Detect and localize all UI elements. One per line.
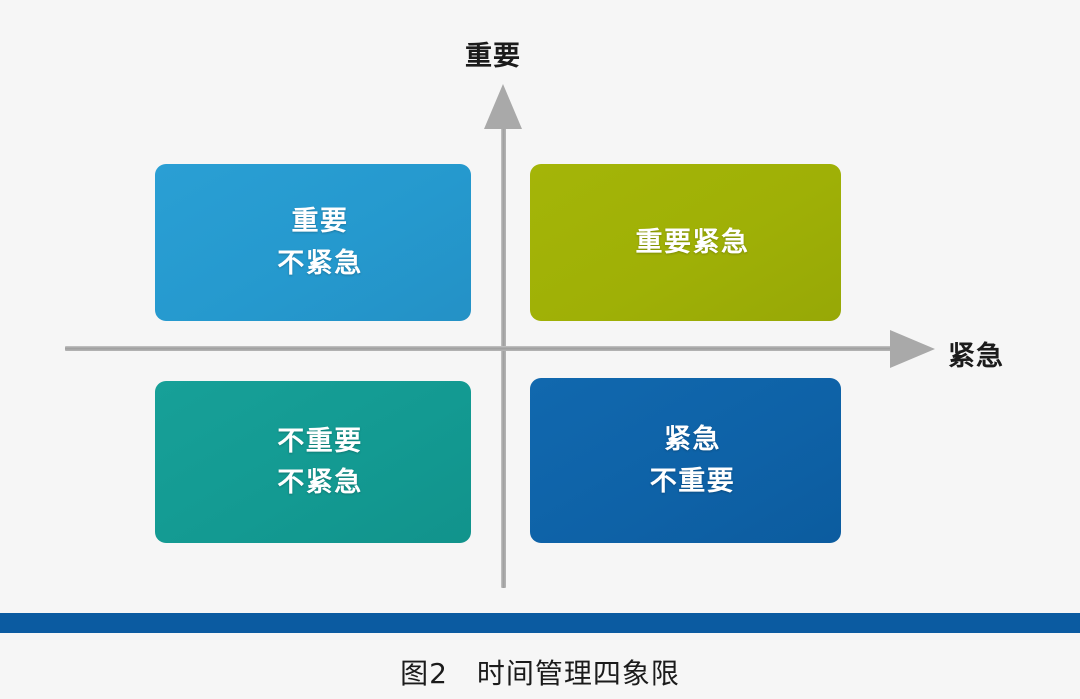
quadrant-label-line-2: 不紧急: [277, 247, 363, 279]
quadrant-side-bevel: [839, 384, 848, 537]
horizontal-axis-label: 紧急: [948, 341, 1004, 372]
vertical-axis-line: [501, 117, 506, 588]
quadrant-label-group: 重要 不紧急: [277, 201, 363, 283]
horizontal-axis-line: [65, 346, 893, 351]
vertical-axis-arrowhead-icon: [484, 84, 522, 129]
quadrant-side-bevel: [469, 387, 478, 537]
quadrant-urgent-not-important[interactable]: 紧急 不重要: [530, 378, 848, 543]
quadrant-label-line-1: 重要紧急: [635, 226, 750, 258]
quadrant-label-group: 不重要 不紧急: [277, 421, 363, 503]
quadrant-important-not-urgent[interactable]: 重要 不紧急: [155, 164, 478, 321]
quadrant-label-line-1: 不重要: [277, 425, 363, 457]
quadrant-side-bevel: [839, 170, 848, 315]
quadrant-not-important-not-urgent[interactable]: 不重要 不紧急: [155, 381, 478, 543]
quadrant-important-urgent[interactable]: 重要紧急: [530, 164, 848, 321]
quadrant-label-group: 紧急 不重要: [650, 419, 736, 501]
quadrant-label-group: 重要紧急: [636, 222, 750, 263]
quadrant-label-line-1: 重要: [291, 206, 349, 238]
horizontal-axis-arrowhead-icon: [890, 330, 935, 368]
quadrant-label-line-2: 不重要: [649, 465, 736, 497]
figure-caption: 图2 时间管理四象限: [400, 657, 680, 690]
quadrant-label-line-2: 不紧急: [277, 467, 363, 498]
vertical-axis-label: 重要: [465, 41, 521, 72]
quadrant-side-bevel: [469, 170, 478, 315]
quadrant-label-line-1: 紧急: [664, 424, 721, 456]
footer-divider-bar: [0, 613, 1080, 633]
